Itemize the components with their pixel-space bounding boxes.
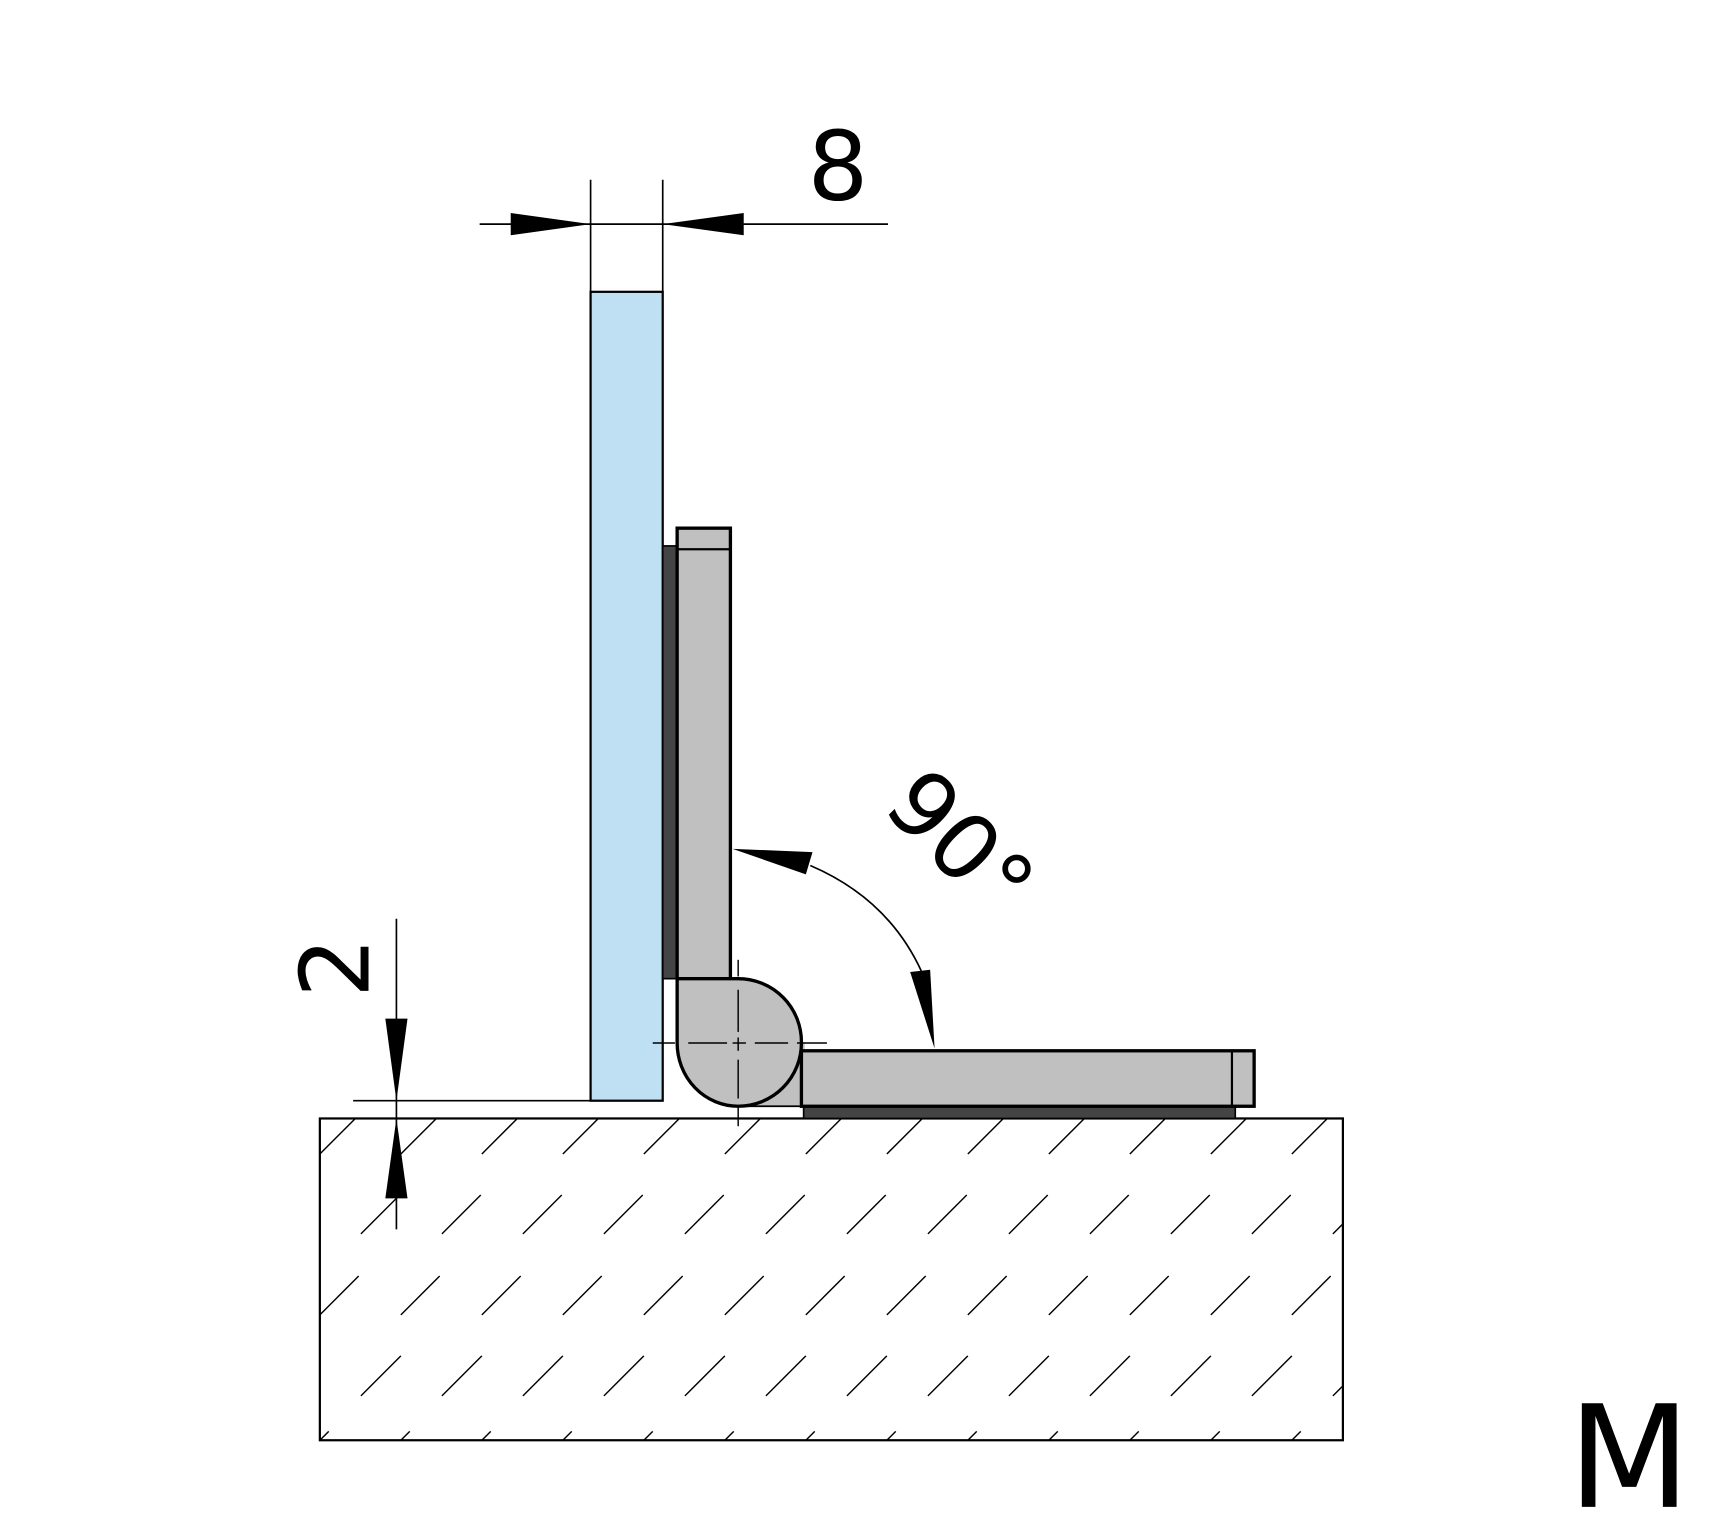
dimension-opening-angle [732, 848, 935, 1049]
hatch-line [562, 1430, 573, 1441]
hatch-line [400, 1430, 411, 1441]
hatch-line [684, 1355, 726, 1397]
hatch-line [481, 1430, 492, 1441]
arrowhead-icon [510, 213, 591, 236]
hatch-line [927, 1194, 968, 1235]
hatch-line [1048, 1117, 1085, 1155]
hatch-line [643, 1430, 654, 1441]
arrowhead-icon [732, 848, 813, 875]
hatch-line [1291, 1117, 1328, 1155]
hatch-line [319, 1117, 356, 1155]
hatch-line [1008, 1194, 1049, 1235]
hatch-line [1291, 1430, 1302, 1441]
hatch-line [846, 1194, 887, 1235]
hatch-line [805, 1275, 846, 1316]
hatch-line [441, 1194, 482, 1235]
hatch-line [765, 1194, 806, 1235]
floor-section [318, 1117, 1345, 1442]
hatch-line [319, 1275, 360, 1316]
hatch-line [481, 1117, 518, 1155]
floor-hatching [319, 1117, 1344, 1441]
hatch-line [400, 1117, 437, 1155]
hinge-floor-plate [799, 1049, 1256, 1120]
hatch-line [643, 1117, 680, 1155]
glass-panel [589, 290, 664, 1102]
hatch-line [319, 1430, 330, 1441]
hatch-line [1210, 1117, 1247, 1155]
hatch-line [562, 1275, 603, 1316]
hatch-line [886, 1430, 897, 1441]
hatch-line [643, 1275, 684, 1316]
glass-gasket [661, 545, 678, 980]
hatch-line [1129, 1430, 1140, 1441]
hatch-line [846, 1355, 888, 1397]
hatch-line [805, 1430, 816, 1441]
arrowhead-icon [385, 1118, 408, 1199]
hatch-line [1048, 1275, 1089, 1316]
hatch-line [886, 1275, 927, 1316]
hatch-line [522, 1194, 563, 1235]
hatch-line [1332, 1385, 1344, 1397]
hatch-line [1048, 1430, 1059, 1441]
hatch-line [360, 1355, 402, 1397]
hatch-line [1129, 1275, 1170, 1316]
arrowhead-icon [910, 969, 935, 1049]
dimension-glass-thickness [479, 179, 888, 292]
hatch-line [1291, 1275, 1332, 1316]
hatch-line [1332, 1223, 1344, 1235]
hatch-line [1251, 1355, 1293, 1397]
hatch-line [1089, 1194, 1130, 1235]
hatch-line [724, 1117, 761, 1155]
hatch-line [967, 1430, 978, 1441]
hatch-line [1251, 1194, 1292, 1235]
hatch-line [1129, 1117, 1166, 1155]
hatch-line [886, 1117, 923, 1155]
glass-thickness-label: 8 [808, 111, 869, 223]
hatch-line [603, 1194, 644, 1235]
hatch-line [481, 1275, 522, 1316]
pivot-centerlines [652, 959, 827, 1127]
variant-label: M [1568, 1376, 1691, 1539]
opening-angle-label: 90° [865, 750, 1053, 938]
hatch-line [724, 1275, 765, 1316]
floor-gap-label: 2 [280, 937, 392, 998]
hatch-line [1008, 1355, 1050, 1397]
hatch-line [967, 1275, 1008, 1316]
hatch-line [1210, 1430, 1221, 1441]
hatch-line [360, 1194, 401, 1235]
hinge-glass-plate [675, 526, 733, 981]
hatch-line [441, 1355, 483, 1397]
hatch-line [400, 1275, 441, 1316]
dimension-floor-gap [353, 918, 591, 1230]
hatch-line [927, 1355, 969, 1397]
hatch-line [724, 1430, 735, 1441]
arrowhead-icon [385, 1018, 408, 1101]
hatch-line [562, 1117, 599, 1155]
hatch-line [1170, 1355, 1212, 1397]
hatch-line [1170, 1194, 1211, 1235]
hatch-line [684, 1194, 725, 1235]
hatch-line [1210, 1275, 1251, 1316]
hatch-line [1089, 1355, 1131, 1397]
arrowhead-icon [662, 213, 744, 236]
hatch-line [603, 1355, 645, 1397]
hatch-line [805, 1117, 842, 1155]
hatch-line [765, 1355, 807, 1397]
hinge-knuckle [652, 959, 827, 1127]
hatch-line [967, 1117, 1004, 1155]
hatch-line [522, 1355, 564, 1397]
